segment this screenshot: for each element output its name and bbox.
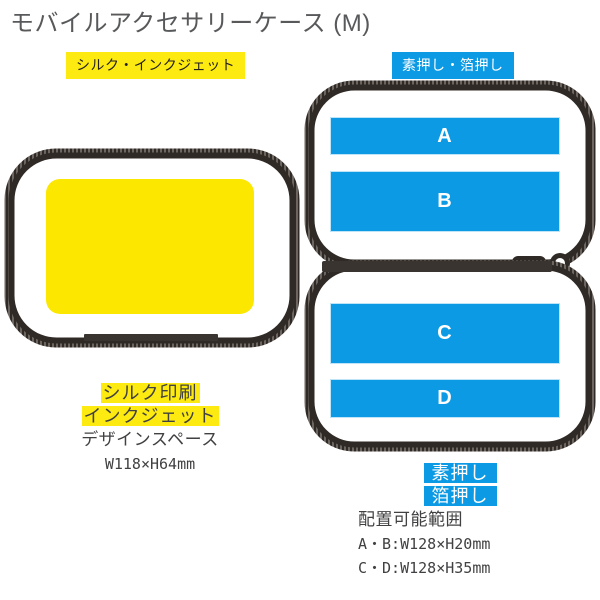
caption-right-highlight-2: 箔押し [340, 485, 580, 508]
print-area-a: A [330, 117, 560, 155]
caption-left-highlight-1: シルク印刷 [100, 383, 200, 403]
caption-right-line-2: C・D:W128×H35mm [358, 559, 491, 577]
caption-right-highlight-1: 素押し [340, 462, 580, 485]
caption-left: シルク印刷 インクジェット デザインスペース W118×H64mm [40, 382, 260, 476]
caption-left-line-2: W118×H64mm [104, 455, 196, 473]
tag-silk-inkjet: シルク・インクジェット [66, 52, 246, 79]
print-area-d: D [330, 379, 560, 418]
caption-left-line-1: デザインスペース [81, 430, 219, 449]
print-area-left-yellow [46, 179, 254, 314]
caption-right-line-1: A・B:W128×H20mm [358, 535, 491, 553]
caption-right: 素押し 箔押し 配置可能範囲 A・B:W128×H20mm C・D:W128×H… [340, 462, 580, 580]
print-area-c: C [330, 303, 560, 364]
tag-deboss-foil: 素押し・箔押し [392, 52, 514, 79]
zipper-tape-lower-right [322, 261, 552, 272]
caption-left-highlight-2: インクジェット [81, 406, 219, 426]
print-area-b: B [330, 171, 560, 232]
page-title: モバイルアクセサリーケース (M) [10, 10, 371, 37]
zipper-tape-left [84, 334, 218, 341]
caption-right-title: 配置可能範囲 [358, 510, 463, 529]
